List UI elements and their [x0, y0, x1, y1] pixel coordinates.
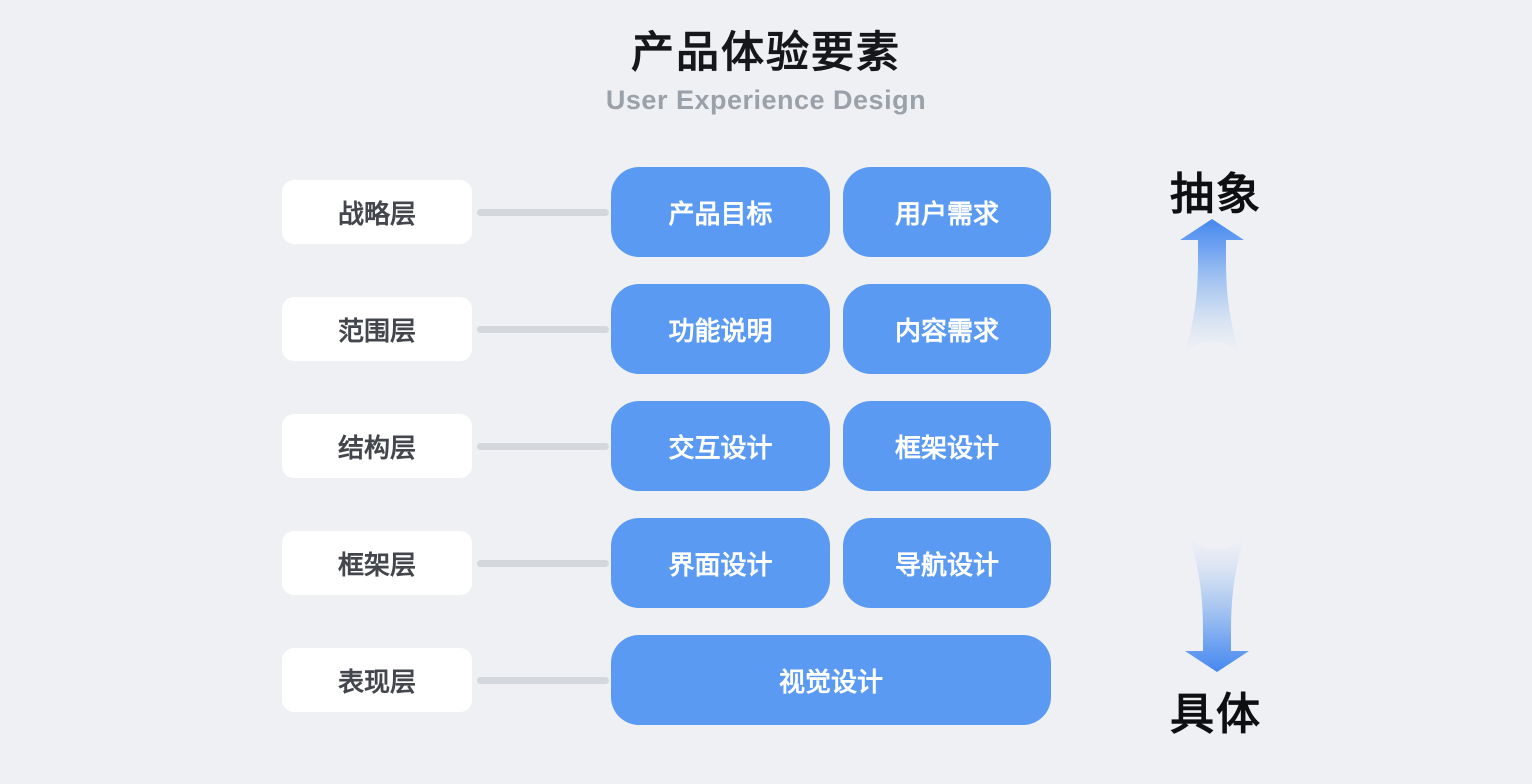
connector-line — [477, 676, 609, 684]
connector-line — [477, 442, 609, 450]
node-functional-specs: 功能说明 — [611, 284, 830, 374]
axis-label-concrete: 具体 — [1170, 690, 1262, 739]
node-product-goals: 产品目标 — [611, 167, 830, 257]
layer-label-skeleton: 框架层 — [282, 531, 472, 595]
layer-row-surface: 表现层 视觉设计 — [282, 635, 1051, 725]
node-information-architecture: 框架设计 — [843, 401, 1051, 491]
node-interface-design: 界面设计 — [611, 518, 830, 608]
node-content-requirements: 内容需求 — [843, 284, 1051, 374]
layer-row-scope: 范围层 功能说明 内容需求 — [282, 284, 1051, 374]
node-visual-design: 视觉设计 — [611, 635, 1051, 725]
layer-label-surface: 表现层 — [282, 648, 472, 712]
page-subtitle: User Experience Design — [605, 85, 927, 116]
layer-label-structure: 结构层 — [282, 414, 472, 478]
layer-row-skeleton: 框架层 界面设计 导航设计 — [282, 518, 1051, 608]
node-interaction-design: 交互设计 — [611, 401, 830, 491]
connector-line — [477, 559, 609, 567]
layer-label-scope: 范围层 — [282, 297, 472, 361]
node-user-needs: 用户需求 — [843, 167, 1051, 257]
layer-row-strategy: 战略层 产品目标 用户需求 — [282, 167, 1051, 257]
abstract-arrow-up-icon — [1180, 219, 1244, 355]
header: 产品体验要素 User Experience Design — [0, 0, 1532, 116]
connector-line — [477, 325, 609, 333]
node-navigation-design: 导航设计 — [843, 518, 1051, 608]
layer-label-strategy: 战略层 — [282, 180, 472, 244]
layer-row-structure: 结构层 交互设计 框架设计 — [282, 401, 1051, 491]
concrete-arrow-down-icon — [1185, 536, 1249, 672]
page-title: 产品体验要素 — [631, 29, 901, 77]
connector-line — [477, 208, 609, 216]
axis-label-abstract: 抽象 — [1170, 170, 1262, 219]
